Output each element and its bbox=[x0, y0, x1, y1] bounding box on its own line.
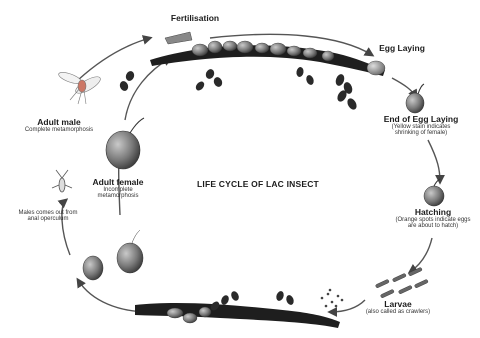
left-pods bbox=[83, 230, 143, 280]
arrow-left-up bbox=[62, 200, 70, 255]
hatching-insect bbox=[424, 179, 444, 206]
label-egg-laying: Egg Laying bbox=[372, 44, 432, 53]
arrow-end-to-hatch bbox=[428, 140, 440, 182]
arrow-hatch-to-larvae bbox=[410, 238, 432, 272]
arrow-female-to-fertil bbox=[125, 58, 170, 120]
label-adult-male: Adult male bbox=[24, 118, 94, 127]
note-end-egg-laying: (Yellow stain indicates shrinking of fem… bbox=[382, 124, 460, 137]
adult-female-insect bbox=[106, 118, 144, 169]
note-larvae: (also called as crawlers) bbox=[362, 309, 434, 315]
arrow-male-to-fertilisation bbox=[78, 38, 150, 80]
adult-male-insect bbox=[57, 70, 102, 104]
label-end-egg-laying: End of Egg Laying bbox=[382, 115, 460, 124]
cycle-arrows bbox=[62, 34, 440, 312]
diagram-title: LIFE CYCLE OF LAC INSECT bbox=[178, 180, 338, 189]
label-end-egg-laying-group: End of Egg Laying (Yellow stain indicate… bbox=[382, 115, 460, 137]
label-larvae-group: Larvae (also called as crawlers) bbox=[362, 300, 434, 315]
label-adult-female-group: Adult female Incomplete metamorphosis bbox=[82, 178, 154, 200]
larvae-crawlers bbox=[375, 267, 428, 298]
note-hatching: (Orange spots indicate eggs are about to… bbox=[392, 217, 474, 230]
label-adult-male-group: Adult male Complete metamorphosis bbox=[24, 118, 94, 133]
male-emerging-figure bbox=[52, 170, 72, 192]
label-larvae: Larvae bbox=[362, 300, 434, 309]
note-adult-male: Complete metamorphosis bbox=[24, 127, 94, 133]
bottom-twig bbox=[135, 289, 343, 328]
label-hatching-group: Hatching (Orange spots indicate eggs are… bbox=[392, 208, 474, 230]
label-fertilisation: Fertilisation bbox=[160, 14, 230, 23]
label-adult-female: Adult female bbox=[82, 178, 154, 187]
note-male-emerges: Males comes out from anal operculum bbox=[14, 210, 82, 223]
label-hatching: Hatching bbox=[392, 208, 474, 217]
note-adult-female: Incomplete metamorphosis bbox=[82, 187, 154, 200]
